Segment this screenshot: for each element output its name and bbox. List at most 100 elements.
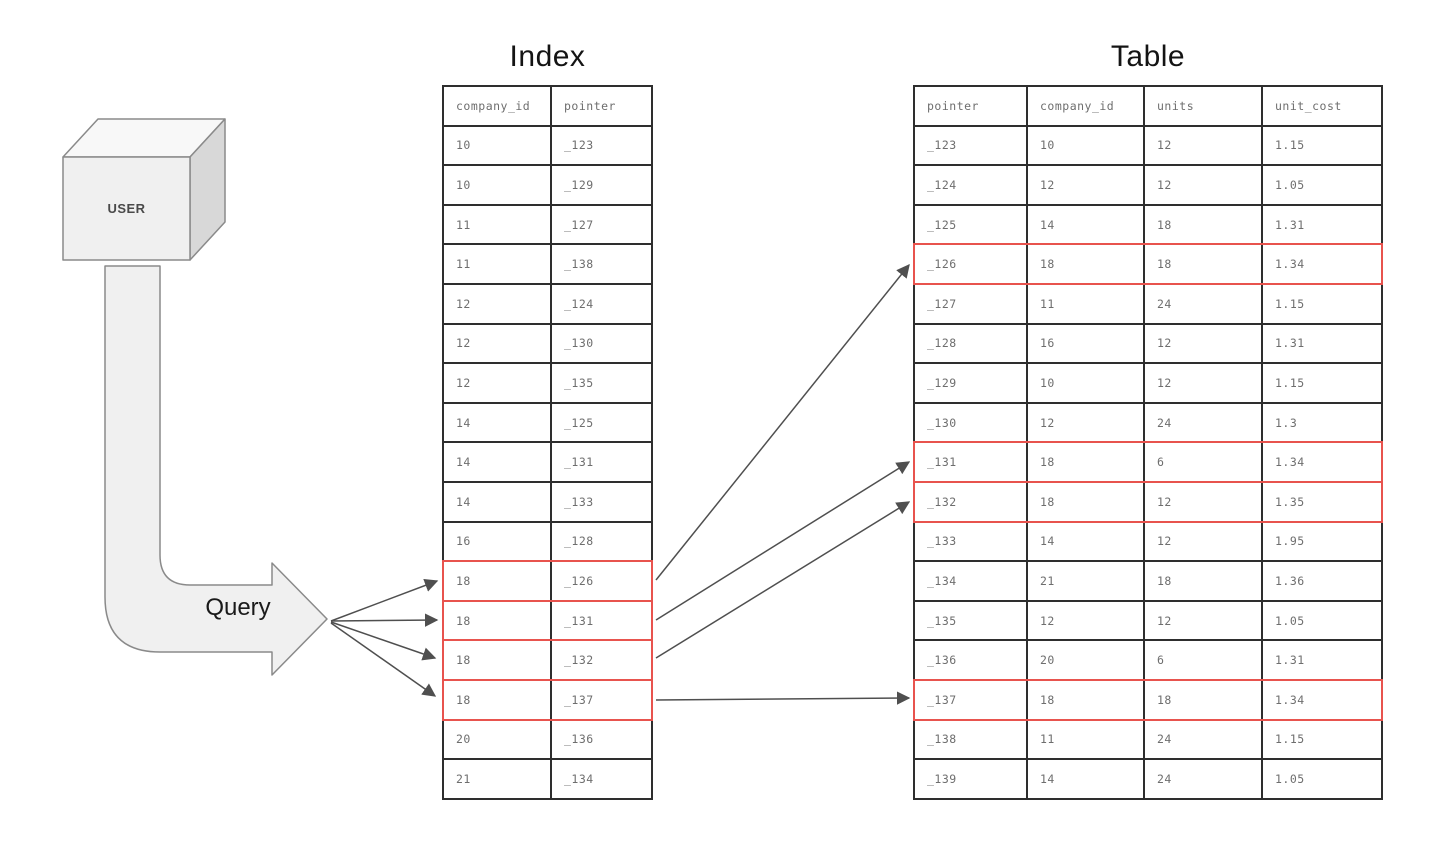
- table-cell: 18: [1026, 443, 1143, 481]
- table-cell: 1.05: [1261, 601, 1381, 640]
- table-cell: 1.31: [1261, 324, 1381, 363]
- table-cell: 18: [1026, 245, 1143, 283]
- column-header-cell: company_id: [1026, 87, 1143, 125]
- table-title: Table: [1110, 40, 1186, 73]
- table-cell: 18: [456, 573, 471, 588]
- table-cell: 10: [1026, 364, 1143, 402]
- table-cell: 12: [1143, 324, 1261, 363]
- table-row: 12_124: [442, 282, 653, 325]
- table-cell: 10: [456, 138, 471, 153]
- table-cell: 21: [1026, 562, 1143, 600]
- table-cell: 1.3: [1261, 403, 1381, 442]
- table-cell: _136: [927, 653, 957, 668]
- table-cell: 24: [1143, 284, 1261, 323]
- table-cell: _126: [927, 257, 957, 272]
- table-cell: _125: [927, 217, 957, 232]
- table-cell: 11: [456, 217, 471, 232]
- table-cell: _129: [550, 166, 651, 204]
- table-cell: _127: [927, 296, 957, 311]
- table-cell: _126: [550, 562, 651, 600]
- table-cell: 1.34: [1261, 680, 1381, 719]
- table-cell: 11: [1026, 284, 1143, 323]
- table-cell: _127: [550, 205, 651, 244]
- column-header-cell: company_id: [456, 98, 531, 113]
- table-cell: 18: [1143, 245, 1261, 283]
- table-cell: 14: [456, 494, 471, 509]
- table-cell: 12: [1143, 364, 1261, 402]
- table-cell: 1.31: [1261, 641, 1381, 679]
- table-row: 10_129: [442, 164, 653, 206]
- table-cell: 11: [456, 257, 471, 272]
- table-cell: 12: [1143, 166, 1261, 204]
- table-row: 12_135: [442, 362, 653, 404]
- column-header-cell: unit_cost: [1261, 87, 1381, 125]
- table-cell: 12: [1143, 482, 1261, 521]
- table-cell: 1.31: [1261, 205, 1381, 244]
- table-cell: 1.15: [1261, 364, 1381, 402]
- index-to-table-arrows: [655, 263, 911, 705]
- table-cell: 6: [1143, 443, 1261, 481]
- table-cell: _138: [550, 245, 651, 283]
- table-row: 12 _130: [442, 322, 653, 365]
- table-cell: 6: [1143, 641, 1261, 679]
- table-cell: 1.15: [1261, 284, 1381, 323]
- table-cell: _137: [927, 692, 957, 707]
- index-title: Index: [509, 40, 586, 73]
- table-cell: _123: [550, 126, 651, 165]
- table-cell: 16: [1026, 324, 1143, 363]
- user-cube-front: [62, 156, 191, 261]
- table-row-highlighted: 18_131: [442, 599, 653, 642]
- table-header-row: company_id pointer: [442, 85, 653, 127]
- table-cell: _134: [927, 573, 957, 588]
- table-row: 14_131: [442, 441, 653, 483]
- table-cell: _132: [927, 494, 957, 509]
- table-cell: 1.36: [1261, 562, 1381, 600]
- user-label: USER: [107, 201, 146, 216]
- table-row: 11 _127: [442, 203, 653, 246]
- table-cell: 18: [1143, 680, 1261, 719]
- column-header-cell: pointer: [550, 87, 651, 125]
- table-row: 10 _123: [442, 124, 653, 167]
- table-cell: 12: [456, 375, 471, 390]
- table-row-highlighted: 18_132: [442, 639, 653, 681]
- table-cell: 18: [456, 692, 471, 707]
- table-cell: 1.15: [1261, 126, 1381, 165]
- table-cell: 14: [456, 415, 471, 430]
- table-cell: 10: [1026, 126, 1143, 165]
- table-cell: _130: [550, 324, 651, 363]
- table-cell: _128: [550, 522, 651, 561]
- table-row: 20_136: [442, 718, 653, 761]
- table-cell: _131: [550, 601, 651, 640]
- table-cell: 1.34: [1261, 443, 1381, 481]
- table-cell: 1.05: [1261, 166, 1381, 204]
- table-cell: _133: [927, 534, 957, 549]
- table-cell: 12: [456, 336, 471, 351]
- user-cube: [62, 118, 226, 261]
- table-cell: 14: [456, 455, 471, 470]
- table-cell: 20: [456, 732, 471, 747]
- table-cell: 1.34: [1261, 245, 1381, 283]
- table-row: 16_128: [442, 520, 653, 563]
- table-cell: _123: [927, 138, 957, 153]
- table-cell: 1.15: [1261, 720, 1381, 759]
- table-cell: 12: [456, 296, 471, 311]
- table-cell: 18: [1026, 680, 1143, 719]
- table-cell: _134: [550, 760, 651, 798]
- table-cell: 24: [1143, 403, 1261, 442]
